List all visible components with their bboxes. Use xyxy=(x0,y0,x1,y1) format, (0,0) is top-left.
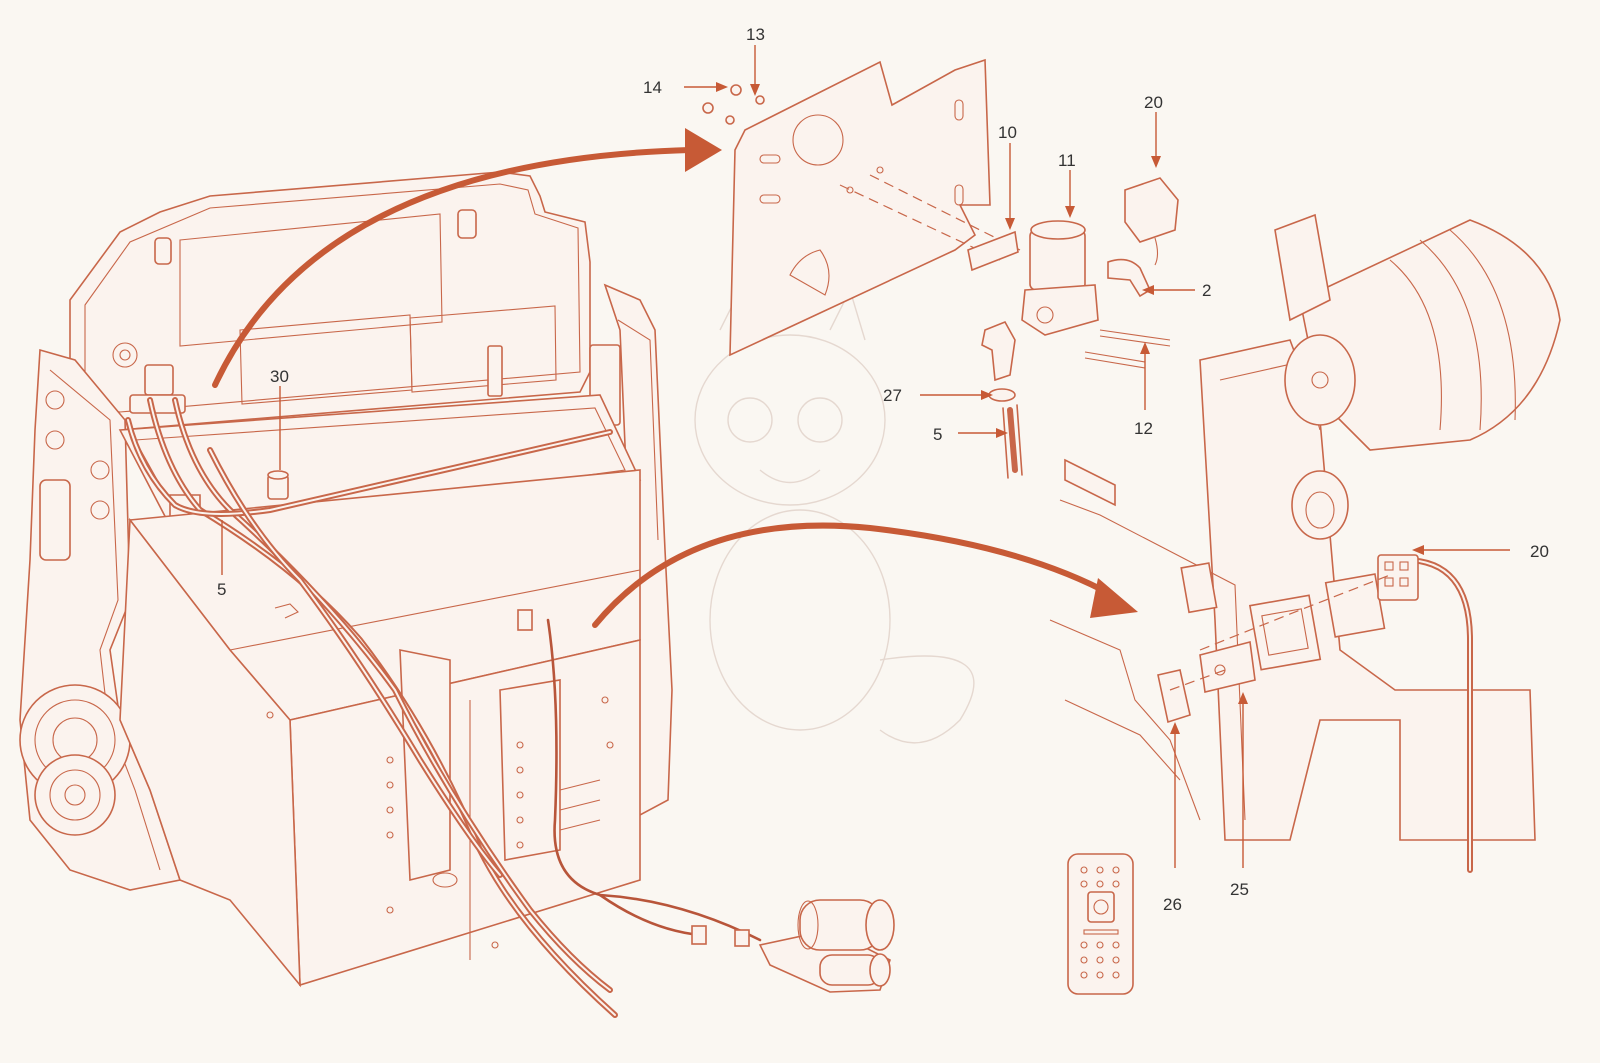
callout-13: 13 xyxy=(746,25,765,44)
valve-assembly xyxy=(839,174,1179,479)
nuts-and-washers xyxy=(702,84,765,125)
pump-assembly xyxy=(758,899,895,993)
callout-26: 26 xyxy=(1163,895,1182,914)
detail-arrow-upper xyxy=(212,128,722,388)
callout-2: 2 xyxy=(1202,281,1211,300)
callout-20-top: 20 xyxy=(1144,93,1163,112)
watermark-mascot xyxy=(694,288,975,744)
rocker-switch-face xyxy=(1067,853,1134,995)
hose-lines xyxy=(125,397,618,1018)
machine-body xyxy=(19,171,895,1018)
callout-20-detail: 20 xyxy=(1530,542,1549,561)
callout-12: 12 xyxy=(1134,419,1153,438)
callout-30: 30 xyxy=(270,367,289,386)
exploded-bracket xyxy=(702,58,991,357)
detail-arrow-lower xyxy=(592,522,1138,628)
callout-5-hose: 5 xyxy=(933,425,942,444)
callout-14: 14 xyxy=(643,78,662,97)
callout-27: 27 xyxy=(883,386,902,405)
screw-holes xyxy=(266,696,614,949)
detail-view xyxy=(1049,213,1561,995)
callout-11: 11 xyxy=(1058,151,1076,170)
standoff-part-30 xyxy=(267,470,289,500)
connector-pins xyxy=(1384,561,1409,587)
callout-10: 10 xyxy=(998,123,1017,142)
callout-25: 25 xyxy=(1230,880,1249,899)
pump-wiring xyxy=(517,609,762,947)
callout-labels: 13 14 10 11 20 2 12 27 5 30 5 20 26 25 xyxy=(217,25,1549,914)
callout-5-main: 5 xyxy=(217,580,226,599)
leader-lines xyxy=(221,45,1510,868)
